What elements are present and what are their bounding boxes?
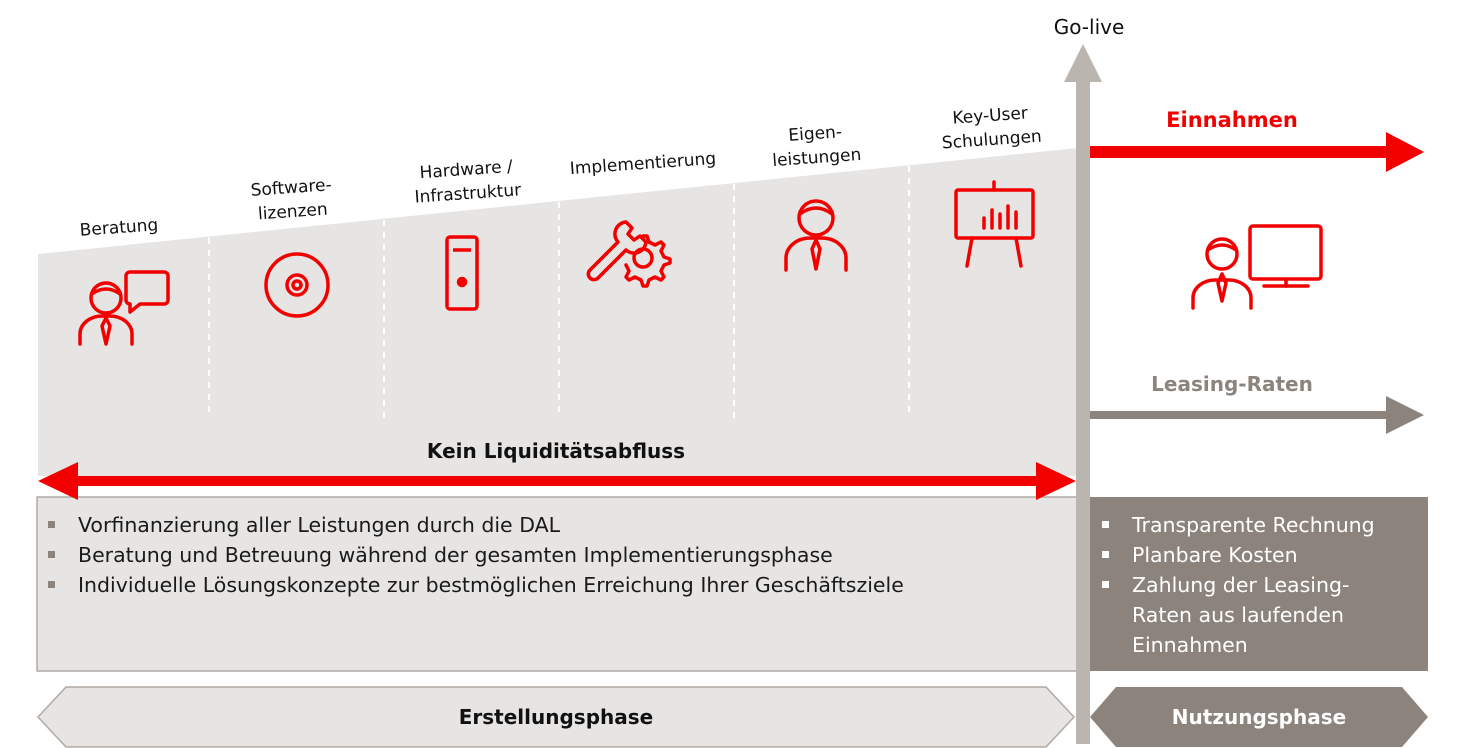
list-item: Beratung und Betreuung während der gesam… [36, 540, 904, 570]
build-phase-label: Erstellungsphase [458, 705, 654, 729]
step-dividers [208, 166, 910, 418]
list-item: Zahlung der Leasing- Raten aus laufenden… [1090, 570, 1375, 660]
bullet-square-icon [1102, 581, 1109, 588]
leasing-arrow [1090, 396, 1424, 434]
income-label: Einnahmen [1166, 108, 1298, 132]
left-info-box [36, 496, 1078, 672]
no-outflow-label: Kein Liquiditätsabfluss [426, 439, 686, 463]
golive-axis-arrow [1064, 44, 1102, 744]
golive-label: Go-live [1053, 15, 1125, 39]
bullet-square-icon [1102, 551, 1109, 558]
wrench-gear-icon [586, 220, 672, 288]
list-item: Vorfinanzierung aller Leistungen durch d… [36, 510, 904, 540]
cd-disc-icon [264, 252, 330, 318]
list-item: Transparente Rechnung [1090, 510, 1375, 540]
user-computer-icon [1191, 224, 1323, 310]
no-outflow-double-arrow [38, 462, 1076, 500]
income-arrow [1090, 132, 1424, 172]
bullet-square-icon [48, 581, 55, 588]
list-item: Individuelle Lösungskonzepte zur bestmög… [36, 570, 904, 600]
bullet-square-icon [48, 521, 55, 528]
bullet-square-icon [48, 551, 55, 558]
bullet-square-icon [1102, 521, 1109, 528]
use-phase-label: Nutzungsphase [1171, 705, 1347, 729]
right-info-box [1090, 497, 1428, 671]
person-icon [784, 199, 848, 272]
consultant-speech-icon [78, 270, 170, 346]
presentation-board-icon [954, 180, 1035, 268]
build-phase-chevron [36, 686, 1076, 748]
use-phase-chevron [1090, 687, 1428, 747]
list-item: Planbare Kosten [1090, 540, 1375, 570]
left-bullet-list: Vorfinanzierung aller Leistungen durch d… [36, 510, 904, 600]
leasing-label: Leasing-Raten [1151, 372, 1313, 396]
server-tower-icon [445, 235, 479, 311]
right-bullet-list: Transparente Rechnung Planbare Kosten Za… [1090, 510, 1375, 660]
